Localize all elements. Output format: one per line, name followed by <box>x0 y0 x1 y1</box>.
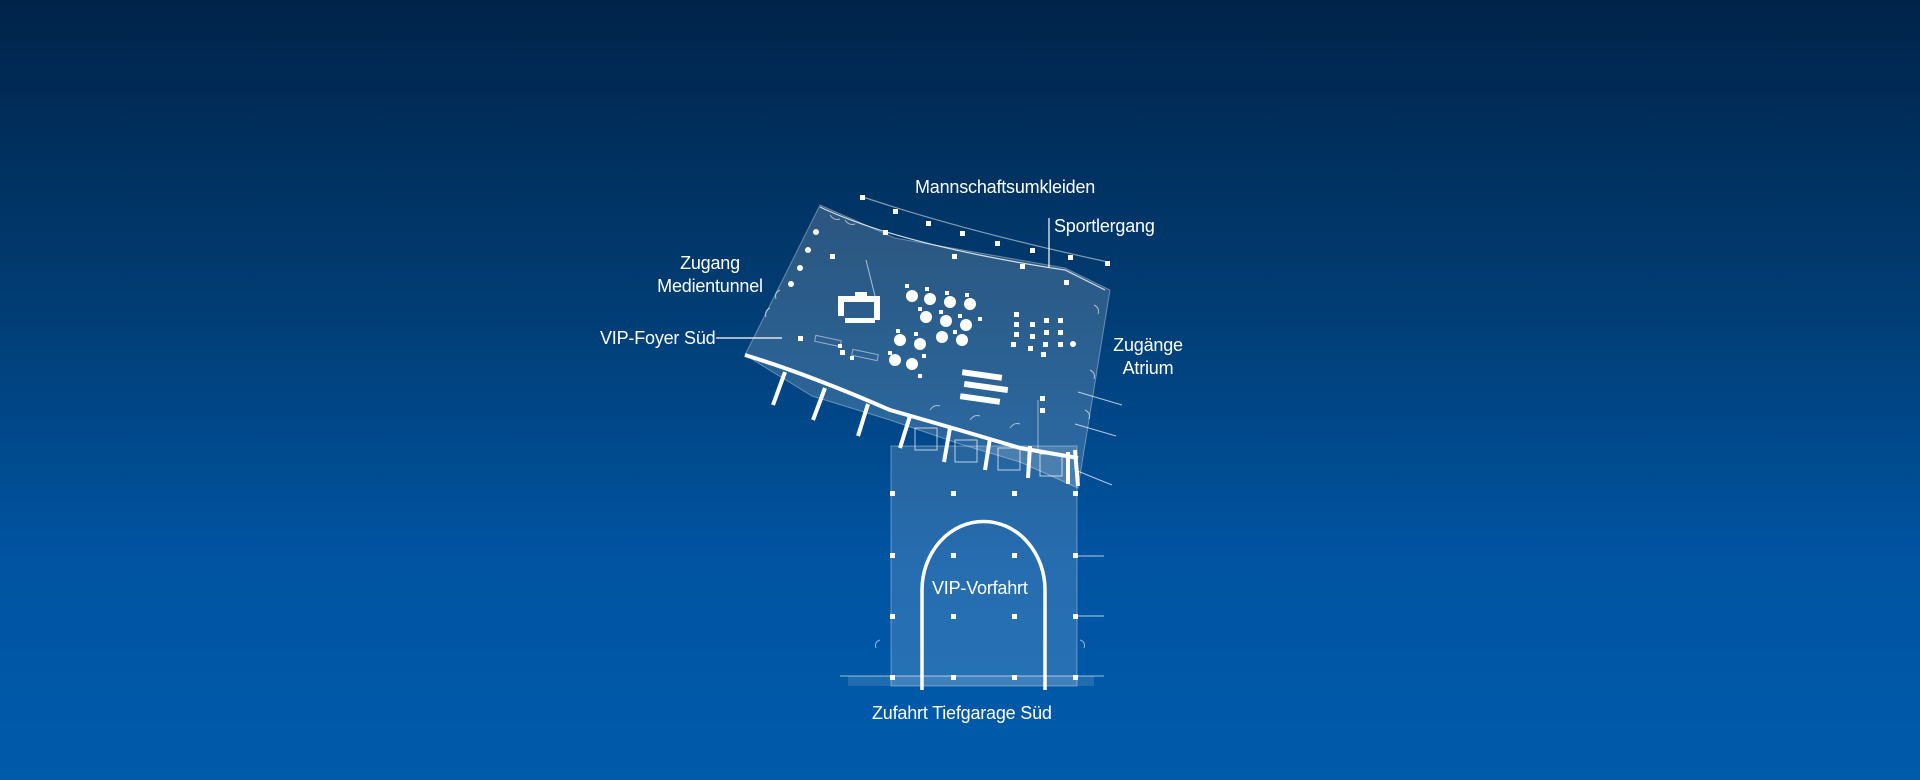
north-curved-wall <box>859 195 1109 263</box>
foyer-wall-spokes <box>771 371 1080 487</box>
stair-blocks <box>914 427 1063 477</box>
driveway-columns <box>890 491 1078 680</box>
label-atrium-access-line1: Zugänge <box>1113 335 1183 355</box>
door-swings <box>765 214 1099 649</box>
dining-tables <box>889 290 976 370</box>
dining-chairs <box>838 284 982 378</box>
label-atrium-access-line2: Atrium <box>1122 358 1174 378</box>
label-media-tunnel-line2: Medientunnel <box>657 276 763 296</box>
label-media-tunnel-access: Zugang Medientunnel <box>650 252 770 298</box>
buffet-rows <box>1011 312 1076 413</box>
bench-tables <box>959 369 1009 405</box>
foyer-north-pillars <box>883 230 1069 285</box>
label-vip-foyer-south: VIP-Foyer Süd <box>600 328 716 348</box>
label-vip-driveway: VIP-Vorfahrt <box>932 578 1028 598</box>
west-pillars <box>788 229 845 355</box>
north-wall-pillars <box>860 195 1110 266</box>
vip-driveway-area[interactable] <box>890 445 1078 687</box>
label-atrium-access: Zugänge Atrium <box>1108 334 1188 380</box>
label-underground-garage-access: Zufahrt Tiefgarage Süd <box>872 703 1052 723</box>
foyer-north-edge <box>819 206 1106 291</box>
bar-counter <box>838 292 880 323</box>
east-access-lines <box>1074 391 1123 617</box>
bar-partition <box>865 259 877 301</box>
vip-driveway-arch <box>920 519 1047 690</box>
label-players-tunnel: Sportlergang <box>1054 216 1155 236</box>
label-team-changing-rooms: Mannschaftsumkleiden <box>915 177 1096 197</box>
label-media-tunnel-line1: Zugang <box>680 253 740 273</box>
driveway-base-strip <box>848 676 1094 686</box>
lounge-benches <box>814 334 879 362</box>
